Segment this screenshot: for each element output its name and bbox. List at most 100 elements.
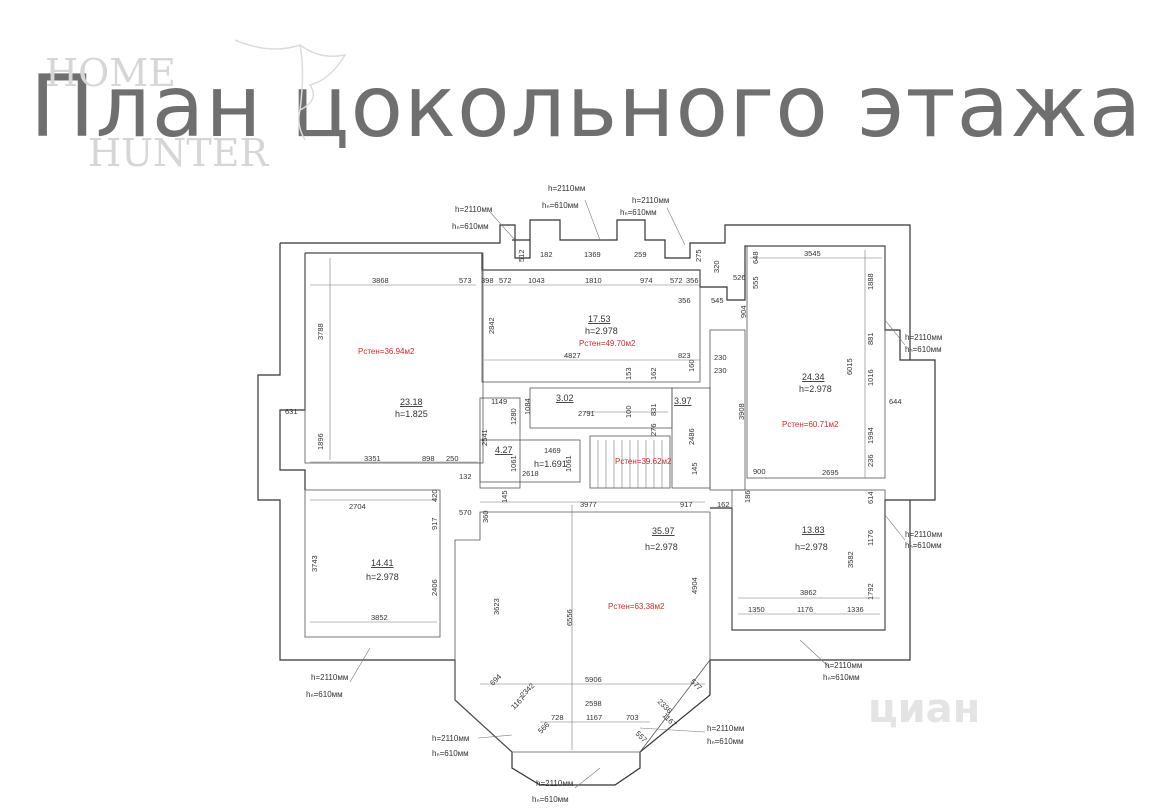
watermark-home: HOME (45, 51, 176, 95)
dimension: 145 (500, 490, 509, 503)
dimension: 526 (733, 273, 746, 282)
dimension: 2618 (522, 469, 539, 478)
room-wall-perimeter: Pстен=63.38м2 (608, 602, 665, 611)
dimension: 566 (536, 720, 551, 735)
dimension: 917 (680, 500, 693, 509)
window-label: hₙ=610мм (620, 208, 657, 217)
dimension: 917 (430, 517, 439, 530)
dimension: 728 (551, 713, 564, 722)
window-label: hₙ=610мм (905, 541, 942, 550)
dimension: 132 (459, 472, 472, 481)
dimension: 557 (634, 729, 649, 744)
dimension: 230 (714, 353, 727, 362)
window-label: hₙ=610мм (452, 222, 489, 231)
window-label: h=2110мм (905, 530, 942, 539)
window-label: h=2110мм (905, 333, 942, 342)
dimension: 898 (422, 454, 435, 463)
dimension: 3582 (846, 551, 855, 568)
room-labels: Pстен=36.94м2 23.18 h=1.825 17.53 h=2.97… (358, 314, 839, 611)
dimension: 1896 (316, 433, 325, 450)
dimension: 6556 (565, 609, 574, 626)
dimension: 823 (678, 351, 691, 360)
dimension: 236 (866, 454, 875, 467)
dimension: 2598 (585, 699, 602, 708)
watermark-hunter: HUNTER (88, 131, 269, 175)
dimension: 545 (711, 296, 724, 305)
dimension: 555 (751, 276, 760, 289)
dimension: 3743 (310, 555, 319, 572)
dimension: 356 (678, 296, 691, 305)
room-area: 35.97 (652, 526, 675, 536)
room-height: h=2.978 (645, 542, 678, 552)
room-wall-perimeter: Pстен=60.71м2 (782, 420, 839, 429)
window-callouts (349, 199, 906, 789)
window-label: hₙ=610мм (823, 673, 860, 682)
dimension: 644 (889, 397, 902, 406)
dimension: 276 (649, 423, 658, 436)
dimension: 1350 (748, 605, 765, 614)
dimension: 1792 (866, 583, 875, 600)
dimension: 614 (866, 491, 875, 504)
room-height: h=2.978 (585, 326, 618, 336)
dimension: 1369 (584, 250, 601, 259)
dimension: 4904 (690, 577, 699, 594)
room-height: h=1.825 (395, 409, 428, 419)
dimension: 3868 (372, 276, 389, 285)
dimension: 1167 (661, 711, 679, 729)
dimension: 5906 (585, 675, 602, 684)
room-area: 3.02 (556, 393, 574, 403)
room-area: 24.34 (802, 372, 825, 382)
dimension: 1016 (866, 369, 875, 386)
dimension: 1280 (509, 408, 518, 425)
dimension: 900 (753, 467, 766, 476)
window-label: h=2110мм (536, 779, 573, 788)
room-area: 13.83 (802, 525, 825, 535)
dimension: 162 (717, 500, 730, 509)
window-label: h=2110мм (825, 661, 862, 670)
window-label: hₙ=610мм (542, 201, 579, 210)
dimension: 3908 (737, 403, 746, 420)
dimension: 1994 (866, 427, 875, 444)
watermark-eagle-icon (234, 39, 347, 141)
room-area: 23.18 (400, 397, 423, 407)
dimension: 230 (714, 366, 727, 375)
window-label: h=2110мм (707, 724, 744, 733)
dimension: 3623 (492, 598, 501, 615)
dimension: 250 (446, 454, 459, 463)
room-wall-perimeter: Pстен=49.70м2 (579, 339, 636, 348)
dimension: 1167 (586, 713, 602, 722)
dimension: 904 (739, 305, 748, 318)
dimension: 1084 (523, 398, 532, 415)
dimension: 259 (634, 250, 647, 259)
dimension: 703 (626, 713, 639, 722)
window-label: hₙ=610мм (532, 795, 569, 804)
dimension: 1061 (509, 455, 518, 472)
dimension: 3545 (804, 249, 821, 258)
window-label: h=2110мм (455, 205, 492, 214)
dimension: 356 (686, 276, 699, 285)
room-area: 3.97 (674, 396, 692, 406)
dimension: 1149 (491, 397, 507, 406)
dimension: 162 (649, 367, 658, 380)
dimension: 1061 (564, 455, 573, 472)
window-label: h=2110мм (311, 673, 348, 682)
dimension: 648 (751, 251, 760, 264)
dimension: 1469 (544, 446, 561, 455)
dimension: 2842 (487, 317, 496, 334)
room-area: 17.53 (588, 314, 611, 324)
dimension: 145 (690, 462, 699, 475)
dimension: 4827 (564, 351, 581, 360)
dimension: 1176 (866, 530, 875, 546)
dimension: 3852 (371, 613, 388, 622)
window-label: hₙ=610мм (905, 345, 942, 354)
dimension: 2406 (430, 579, 439, 596)
dimension: 881 (866, 332, 875, 345)
dimension: 3351 (364, 454, 381, 463)
dimension: 570 (459, 508, 472, 517)
dimension: 573 (459, 276, 472, 285)
dimension: 2791 (578, 409, 595, 418)
staircase (597, 440, 663, 488)
room-wall-perimeter: Pстен=36.94м2 (358, 347, 415, 356)
room-wall-perimeter: Pстен=39.62м2 (615, 457, 672, 466)
